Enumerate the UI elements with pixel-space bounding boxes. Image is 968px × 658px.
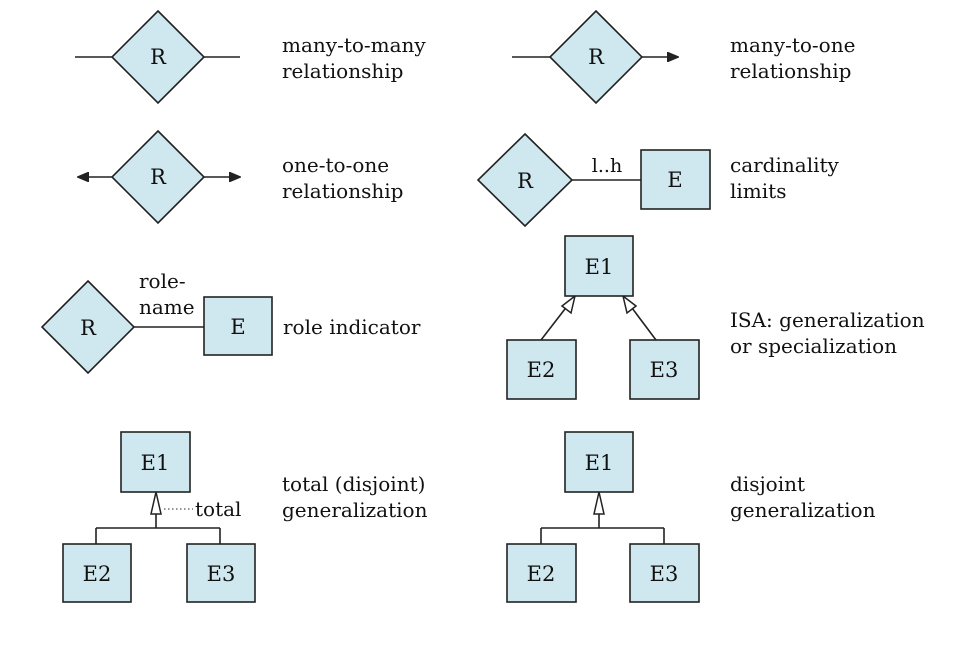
many-to-many-caption-line1: many-to-many — [282, 33, 426, 57]
total-tag-label: total — [195, 497, 241, 521]
many-to-one-caption-line2: relationship — [730, 59, 851, 83]
subclass-left-box — [506, 543, 577, 603]
subclass-left-box — [62, 543, 132, 603]
role-name-line1: role- — [139, 269, 186, 293]
isa-right-arrowhead — [621, 294, 638, 315]
isa-symbol: E1 E2 E3 — [506, 235, 700, 400]
entity-label: E — [230, 315, 245, 339]
role-indicator-caption: role indicator — [283, 315, 421, 339]
cardinality-range-label: l..h — [592, 155, 622, 177]
relationship-diamond — [40, 279, 136, 375]
disjoint-caption-line1: disjoint — [730, 472, 805, 496]
relationship-diamond — [110, 129, 206, 225]
role-name-line2: name — [139, 295, 195, 319]
subclass-right-box — [629, 339, 700, 400]
role-indicator-symbol: R role- name E — [40, 269, 273, 375]
isa-caption-line1: ISA: generalization — [730, 308, 925, 332]
superclass-label: E1 — [585, 255, 614, 279]
entity-label: E — [667, 168, 682, 192]
subclass-left-label: E2 — [527, 562, 556, 586]
relationship-label: R — [517, 169, 534, 193]
subclass-left-box — [506, 339, 577, 400]
subclass-right-label: E3 — [650, 358, 679, 382]
subclass-right-label: E3 — [207, 562, 236, 586]
total-caption-line1: total (disjoint) — [282, 472, 425, 496]
subclass-right-box — [186, 543, 256, 603]
relationship-label: R — [80, 316, 97, 340]
entity-box — [640, 149, 711, 210]
cardinality-symbol: R l..h E — [476, 132, 711, 228]
subclass-left-label: E2 — [527, 358, 556, 382]
relationship-label: R — [588, 45, 605, 69]
one-to-one-symbol: R — [78, 129, 240, 225]
cardinality-caption-line1: cardinality — [730, 153, 840, 177]
disjoint-arrowhead — [593, 491, 605, 515]
superclass-label: E1 — [141, 451, 170, 475]
many-to-one-caption-line1: many-to-one — [730, 33, 855, 57]
many-to-one-symbol: R — [512, 9, 678, 105]
superclass-box — [564, 431, 634, 493]
relationship-label: R — [150, 165, 167, 189]
superclass-box — [564, 235, 634, 297]
one-to-one-caption-line1: one-to-one — [282, 153, 389, 177]
isa-left-arrowhead — [560, 294, 577, 315]
total-arrowhead — [150, 491, 162, 515]
subclass-right-label: E3 — [650, 562, 679, 586]
total-caption-line2: generalization — [282, 498, 428, 522]
cardinality-caption-line2: limits — [730, 179, 786, 203]
disjoint-caption-line2: generalization — [730, 498, 876, 522]
superclass-box — [120, 431, 191, 493]
many-to-many-caption-line2: relationship — [282, 59, 403, 83]
disjoint-generalization-symbol: E1 E2 E3 — [506, 431, 700, 603]
many-to-many-symbol: R — [75, 9, 240, 105]
relationship-label: R — [150, 45, 167, 69]
subclass-right-box — [629, 543, 700, 603]
isa-caption-line2: or specialization — [730, 334, 897, 358]
total-generalization-symbol: total E1 E2 E3 — [62, 431, 256, 603]
subclass-left-label: E2 — [83, 562, 112, 586]
relationship-diamond — [548, 9, 644, 105]
relationship-diamond — [110, 9, 206, 105]
superclass-label: E1 — [585, 451, 614, 475]
one-to-one-caption-line2: relationship — [282, 179, 403, 203]
relationship-diamond — [476, 132, 574, 228]
entity-box — [203, 296, 273, 356]
